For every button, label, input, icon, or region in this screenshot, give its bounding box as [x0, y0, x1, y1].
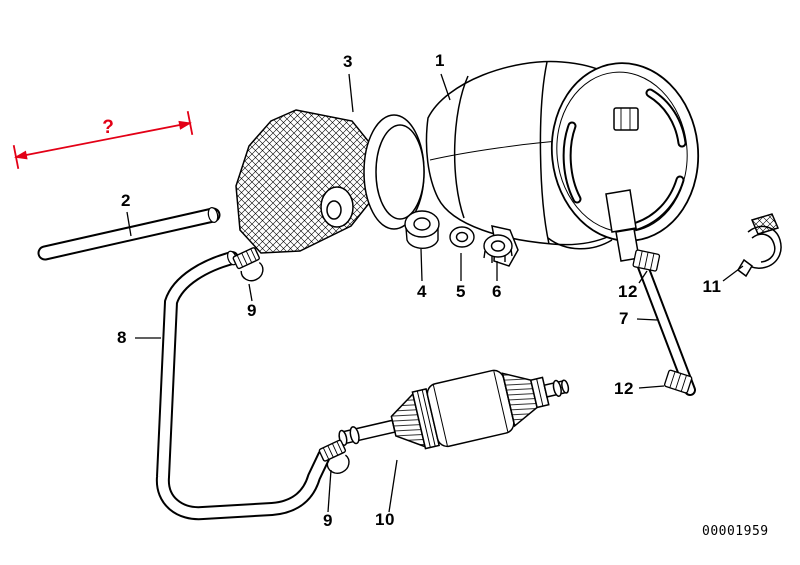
clip-11	[737, 213, 782, 278]
callout-11: 11	[702, 277, 722, 296]
outlet-hose-7	[632, 249, 696, 396]
callout-1: 1	[435, 51, 445, 70]
fuel-pump	[425, 60, 700, 267]
hose-clamp-9-upper	[232, 247, 264, 282]
callout-12-upper: 12	[618, 282, 638, 301]
callout-5: 5	[456, 282, 466, 301]
hose-clamp-9-lower	[318, 439, 350, 474]
cover-slots	[562, 88, 687, 231]
callout-10: 10	[375, 510, 395, 529]
hose-8	[155, 250, 331, 521]
callout-8: 8	[117, 328, 127, 347]
callout-6: 6	[492, 282, 502, 301]
callout-7: 7	[619, 309, 629, 328]
clamp-12-lower	[663, 369, 693, 394]
leader-lines	[126, 73, 744, 513]
clamp-12-upper	[632, 249, 661, 272]
callout-9-lower: 9	[323, 511, 333, 530]
callout-2: 2	[121, 191, 131, 210]
unknown-dimension-label: ?	[102, 117, 114, 138]
mounting-flange	[235, 109, 425, 254]
callout-4: 4	[417, 282, 427, 301]
hose-2	[37, 207, 221, 261]
fittings-4-5-6	[404, 210, 513, 263]
callout-12-lower: 12	[614, 379, 634, 398]
drawing-number: 00001959	[702, 524, 769, 539]
callout-3: 3	[343, 52, 353, 71]
fuel-filter	[338, 369, 570, 450]
callout-9-upper: 9	[247, 301, 257, 320]
dimension-arrow	[12, 111, 194, 169]
